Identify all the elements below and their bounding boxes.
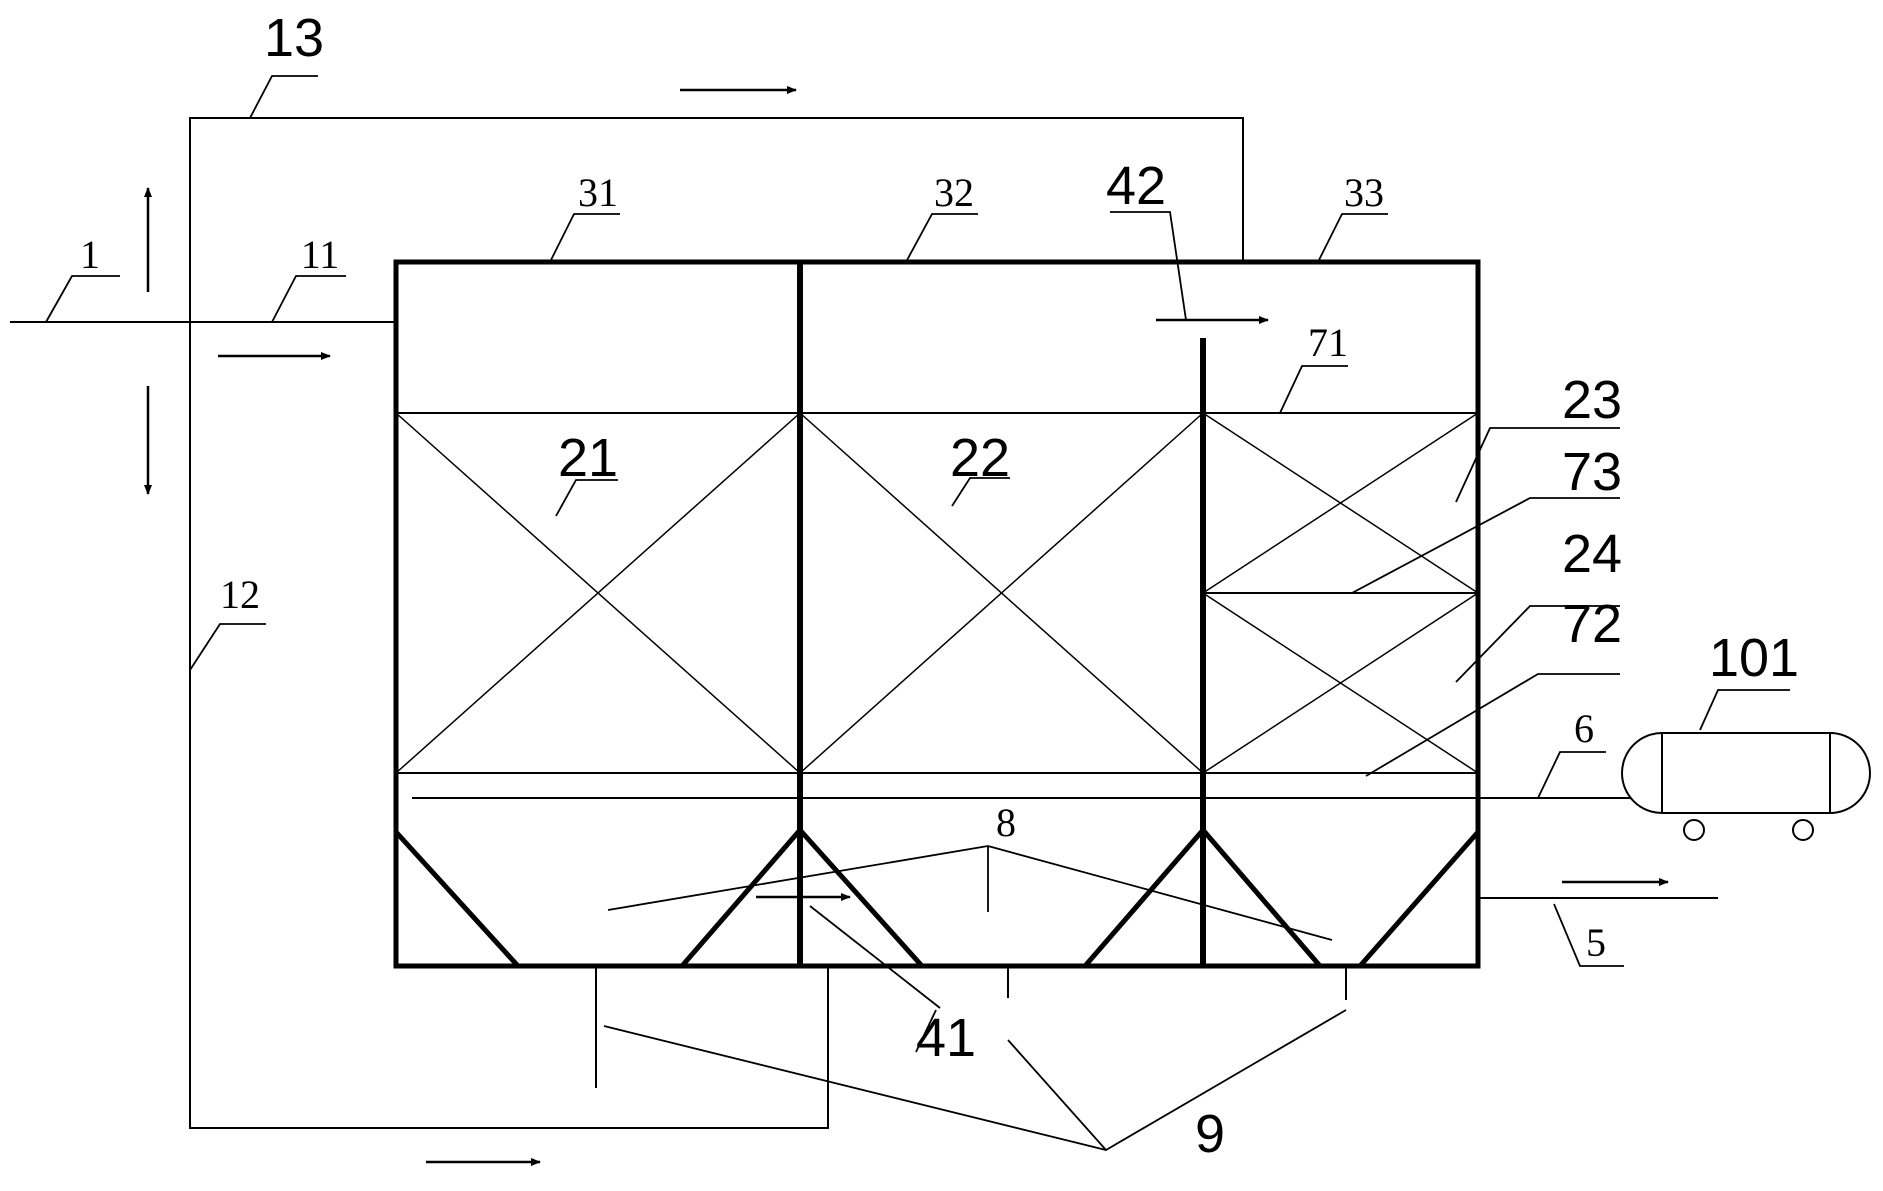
label-23: 23 — [1562, 370, 1622, 430]
sludge-hoppers — [394, 828, 1480, 968]
label-33: 33 — [1344, 170, 1384, 215]
label-5: 5 — [1586, 920, 1606, 965]
label-8: 8 — [996, 800, 1016, 845]
label-11: 11 — [301, 232, 340, 277]
label-31: 31 — [578, 170, 618, 215]
label-22: 22 — [950, 428, 1010, 488]
pipe-12 — [189, 322, 829, 1129]
label-73: 73 — [1562, 442, 1622, 502]
reactor-vessel — [393, 259, 1481, 969]
label-12: 12 — [220, 572, 260, 617]
label-13: 13 — [264, 8, 324, 68]
label-9: 9 — [1195, 1104, 1225, 1164]
label-41: 41 — [916, 1008, 976, 1068]
leader-lines — [45, 75, 1790, 1151]
sludge-discharge-pipes — [595, 968, 1347, 1088]
packing-media — [395, 412, 1479, 774]
flow-arrows — [144, 86, 1669, 1166]
label-101: 101 — [1709, 628, 1799, 688]
label-21: 21 — [558, 428, 618, 488]
label-42: 42 — [1106, 156, 1166, 216]
label-71: 71 — [1308, 320, 1348, 365]
label-32: 32 — [934, 170, 974, 215]
label-72: 72 — [1562, 594, 1622, 654]
pipe-13 — [189, 117, 1244, 322]
air-blower — [1621, 732, 1871, 841]
label-1: 1 — [80, 232, 100, 277]
label-24: 24 — [1562, 524, 1622, 584]
label-6: 6 — [1574, 706, 1594, 751]
